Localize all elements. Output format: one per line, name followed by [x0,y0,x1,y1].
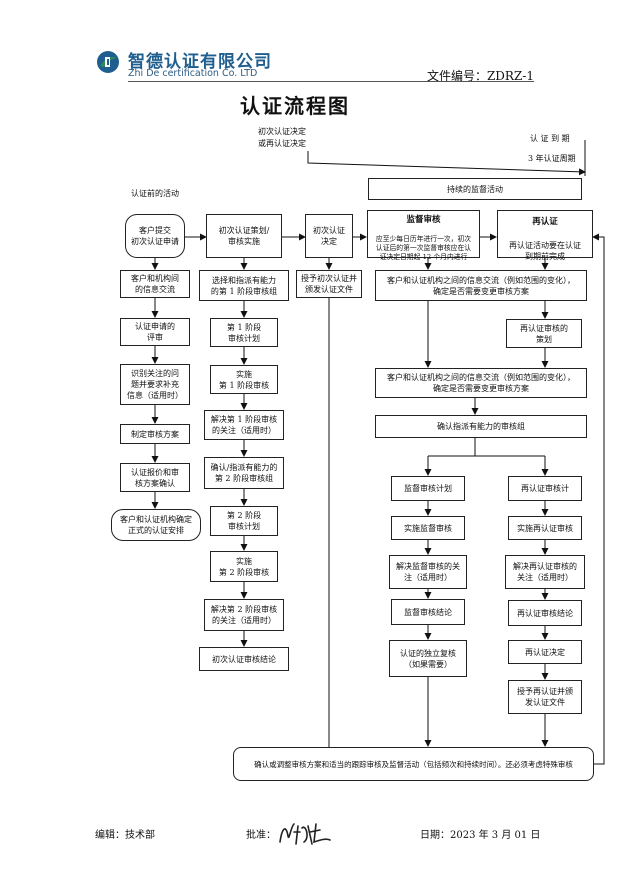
recert-conduct-box: 实施再认证审核 [508,516,582,540]
company-name: 智德认证有限公司 [128,52,272,72]
timeline-right-note-2: 3 年认证周期 [528,154,576,163]
stage1-conduct-box: 实施 第 1 阶段审核 [210,365,278,394]
select-team-stage2-box: 确认/指派有能力的 第 2 阶段审核组 [204,457,284,489]
stage1-resolve-box: 解决第 1 阶段审核 的关注（适用时） [204,410,284,440]
recert-resolve-box: 解决再认证审核的 关注（适用时） [505,555,585,589]
make-audit-plan-box: 制定审核方案 [120,424,190,444]
initial-audit-conclusion-box: 初次认证审核结论 [199,647,289,671]
surveillance-audit-body: 应至少每日历年进行一次，初次 认证后的第一次监督审核应在认 证决定日期起 12 … [375,234,472,261]
timeline-left-note: 初次认证决定 或再认证决定 [258,127,306,148]
initial-decision-box: 初次认证 决定 [305,214,353,258]
header-divider [128,81,534,82]
recertification-box: 再认证 再认证活动要在认证 到期前完成 [497,210,593,261]
ongoing-surveillance-box: 持续的监督活动 [368,178,582,200]
surveillance-conclusion-box: 监督审核结论 [391,599,465,625]
surveillance-audit-box: 监督审核 应至少每日历年进行一次，初次 认证后的第一次监督审核应在认 证决定日期… [367,210,480,261]
surveillance-plan-box: 监督审核计划 [391,476,465,501]
surveillance-resolve-box: 解决监督审核的关 注（适用时） [389,555,467,589]
select-team-stage1-box: 选择和指派有能力 的第 1 阶段审核组 [199,270,289,301]
independent-review-box: 认证的独立复核 （如果需要） [389,640,467,677]
stage2-resolve-box: 解决第 2 阶段审核 的关注（适用时） [204,599,284,631]
client-info-exchange-box: 客户和机构间 的信息交流 [120,270,190,298]
confirm-adjust-program-box: 确认或调整审核方案和适当的跟踪审核及监督活动（包括频次和持续时间）。还必须考虑特… [233,747,594,781]
recert-planning-box: 再认证审核的 策划 [506,319,582,348]
surveillance-audit-title: 监督审核 [406,214,441,225]
grant-recertification-box: 授予再认证并颁 发认证文件 [508,680,582,714]
formal-arrangement-box: 客户和认证机构确定 正式的认证安排 [111,509,201,541]
stage2-conduct-box: 实施 第 2 阶段审核 [210,551,278,582]
application-review-box: 认证申请的 评审 [120,318,190,346]
footer-approver-label: 批准： [246,830,276,841]
client-submit-box: 客户提交 初次认证申请 [125,214,185,258]
identify-concerns-box: 识别关注的问 题并要求补充 信息（适用时） [120,364,190,405]
grant-initial-certification-box: 授予初次认证并 颁发认证文件 [296,270,362,298]
recert-decision-box: 再认证决定 [508,640,582,664]
info-exchange-box-1: 客户和认证机构之间的信息交流（例如范围的变化）， 确定是否需要变更审核方案 [375,270,587,301]
info-exchange-box-2: 客户和认证机构之间的信息交流（例如范围的变化）， 确定是否需要变更审核方案 [375,368,587,398]
initial-planning-box: 初次认证策划/ 审核实施 [206,214,282,258]
recert-conclusion-box: 再认证审核结论 [508,600,582,626]
approver-signature-icon [279,823,331,845]
section-label-pre-certification: 认证前的活动 [131,189,179,198]
surveillance-conduct-box: 实施监督审核 [391,516,465,540]
recertification-title: 再认证 [532,217,558,227]
confirm-audit-team-box: 确认指派有能力的审核组 [375,415,587,438]
document-number: 文件编号：ZDRZ-1 [426,69,534,83]
timeline-right-note-1: 认 证 到 期 [530,134,570,143]
company-logo-icon [97,51,119,73]
stage2-plan-box: 第 2 阶段 审核计划 [210,506,278,536]
stage1-plan-box: 第 1 阶段 审核计划 [210,318,278,347]
footer-editor: 编辑：技术部 [95,830,155,841]
recert-audit-plan-box: 再认证审核计 [508,476,582,501]
recertification-body: 再认证活动要在认证 到期前完成 [509,241,581,261]
company-name-en: Zhi De certification Co. LTD [128,68,258,79]
quote-confirm-box: 认证报价和审 核方案确认 [120,463,190,492]
footer-date: 日期：2023 年 3 月 01 日 [420,830,541,841]
page-title: 认证流程图 [240,94,350,118]
